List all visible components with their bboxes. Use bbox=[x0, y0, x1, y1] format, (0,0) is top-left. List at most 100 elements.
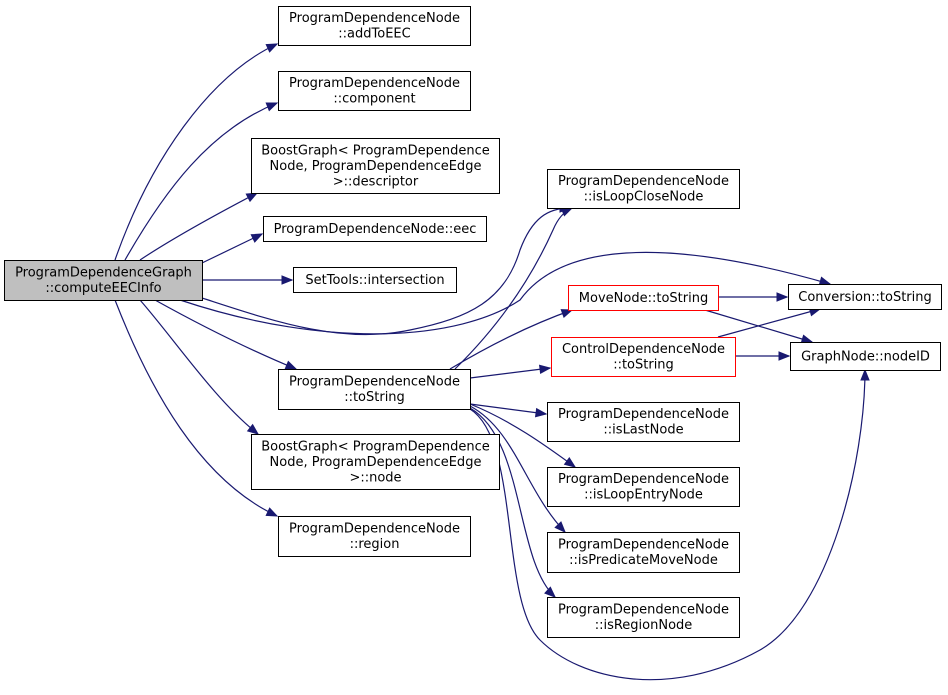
edge-arrowhead bbox=[776, 292, 789, 302]
node-isRegionNode[interactable]: ProgramDependenceNode::isRegionNode bbox=[547, 597, 740, 638]
edge-line bbox=[469, 403, 576, 468]
node-label-line: ProgramDependenceNode::eec bbox=[274, 222, 477, 237]
node-box bbox=[293, 267, 457, 293]
node-isLoopEntryNode[interactable]: ProgramDependenceNode::isLoopEntryNode bbox=[547, 467, 740, 507]
node-box bbox=[278, 369, 471, 410]
node-box bbox=[551, 337, 736, 377]
edge-arrowhead bbox=[544, 586, 556, 598]
node-label-line: ProgramDependenceNode bbox=[289, 522, 460, 537]
node-label-line: ::addToEEC bbox=[338, 27, 410, 42]
node-box bbox=[278, 71, 471, 111]
node-label-line: ProgramDependenceNode bbox=[289, 76, 460, 91]
node-box bbox=[278, 6, 471, 46]
node-box bbox=[547, 597, 740, 638]
node-conversionToString[interactable]: Conversion::toString bbox=[788, 284, 942, 310]
nodes-layer: ProgramDependenceGraph::computeEECInfoPr… bbox=[4, 6, 942, 638]
edge-arrowhead bbox=[560, 309, 574, 318]
node-bgNode[interactable]: BoostGraph< ProgramDependenceNode, Progr… bbox=[251, 434, 500, 490]
node-label-line: ::computeEECInfo bbox=[45, 281, 161, 296]
edge-line bbox=[469, 367, 551, 379]
node-nodeID[interactable]: GraphNode::nodeID bbox=[790, 342, 941, 371]
edge-arrowhead bbox=[800, 334, 814, 344]
node-box bbox=[547, 467, 740, 507]
edge-pdnToString-to-isRegionNode bbox=[469, 407, 556, 598]
node-label-line: ControlDependenceNode bbox=[562, 342, 725, 357]
node-root[interactable]: ProgramDependenceGraph::computeEECInfo bbox=[4, 260, 203, 301]
edge-arrowhead bbox=[778, 351, 791, 361]
node-intersection[interactable]: SetTools::intersection bbox=[293, 267, 457, 293]
node-label-line: ::isLastNode bbox=[603, 423, 683, 438]
node-box bbox=[251, 138, 500, 194]
edge-line bbox=[717, 308, 821, 338]
node-label-line: >::descriptor bbox=[333, 174, 419, 189]
node-box bbox=[263, 216, 487, 242]
node-cdnToString[interactable]: ControlDependenceNode::toString bbox=[551, 337, 736, 377]
edge-root-to-component bbox=[124, 102, 279, 261]
node-eec[interactable]: ProgramDependenceNode::eec bbox=[263, 216, 487, 242]
edge-arrowhead bbox=[284, 360, 298, 370]
node-label-line: ::isLoopEntryNode bbox=[584, 488, 703, 503]
node-box bbox=[278, 516, 471, 557]
node-label-line: ::component bbox=[333, 92, 415, 107]
node-isLoopCloseNode[interactable]: ProgramDependenceNode::isLoopCloseNode bbox=[547, 169, 740, 209]
edge-arrowhead bbox=[538, 364, 552, 375]
edge-arrowhead bbox=[265, 507, 279, 517]
edge-line bbox=[201, 233, 263, 264]
node-label-line: MoveNode::toString bbox=[579, 291, 708, 306]
node-label-line: SetTools::intersection bbox=[305, 273, 444, 288]
node-pdnToString[interactable]: ProgramDependenceNode::toString bbox=[278, 369, 471, 410]
node-label-line: ::isRegionNode bbox=[595, 618, 693, 633]
node-label-line: ::isLoopCloseNode bbox=[584, 190, 704, 205]
node-moveNodeToString[interactable]: MoveNode::toString bbox=[568, 285, 719, 311]
edge-arrowhead bbox=[250, 233, 264, 243]
edge-line bbox=[179, 251, 831, 335]
edge-line bbox=[201, 207, 571, 336]
edge-root-to-intersection bbox=[202, 275, 294, 285]
edge-root-to-bgNode bbox=[139, 299, 260, 435]
edge-line bbox=[469, 369, 866, 681]
node-label-line: ::toString bbox=[613, 358, 674, 373]
node-descriptor[interactable]: BoostGraph< ProgramDependenceNode, Progr… bbox=[251, 138, 500, 194]
edge-line bbox=[469, 405, 566, 533]
edge-pdnToString-to-isPredicateMoveNode bbox=[469, 405, 566, 533]
edge-arrowhead bbox=[554, 521, 566, 533]
edge-pdnToString-to-moveNodeToString bbox=[449, 309, 574, 370]
node-region[interactable]: ProgramDependenceNode::region bbox=[278, 516, 471, 557]
edge-arrowhead bbox=[818, 276, 832, 286]
edge-line bbox=[469, 407, 556, 598]
node-label-line: Conversion::toString bbox=[798, 290, 932, 305]
edge-arrowhead bbox=[265, 43, 279, 53]
edge-pdnToString-to-isLastNode bbox=[469, 403, 548, 418]
edge-arrowhead bbox=[246, 423, 260, 435]
node-label-line: BoostGraph< ProgramDependence bbox=[261, 439, 490, 454]
edge-line bbox=[469, 403, 547, 415]
node-isPredicateMoveNode[interactable]: ProgramDependenceNode::isPredicateMoveNo… bbox=[547, 532, 740, 573]
edge-line bbox=[449, 309, 573, 370]
node-label-line: ProgramDependenceNode bbox=[558, 174, 729, 189]
edge-root-to-descriptor bbox=[139, 192, 259, 261]
edge-arrowhead bbox=[534, 407, 548, 418]
edge-line bbox=[124, 102, 278, 261]
edge-arrowhead bbox=[265, 102, 279, 112]
edge-line bbox=[139, 192, 258, 261]
node-box bbox=[547, 402, 740, 442]
node-label-line: ProgramDependenceNode bbox=[558, 603, 729, 618]
node-addToEEC[interactable]: ProgramDependenceNode::addToEEC bbox=[278, 6, 471, 46]
node-box bbox=[251, 434, 500, 490]
edge-cdnToString-to-nodeID bbox=[735, 351, 791, 361]
node-label-line: >::node bbox=[349, 470, 401, 485]
edge-moveNodeToString-to-conversionToString bbox=[718, 292, 789, 302]
node-label-line: GraphNode::nodeID bbox=[801, 349, 930, 364]
edge-line bbox=[114, 299, 278, 517]
edge-root-to-region bbox=[114, 299, 279, 517]
node-label-line: ProgramDependenceNode bbox=[558, 472, 729, 487]
node-label-line: ProgramDependenceNode bbox=[289, 11, 460, 26]
node-isLastNode[interactable]: ProgramDependenceNode::isLastNode bbox=[547, 402, 740, 442]
node-component[interactable]: ProgramDependenceNode::component bbox=[278, 71, 471, 111]
edge-arrowhead bbox=[860, 368, 870, 381]
node-label-line: ProgramDependenceGraph bbox=[15, 266, 192, 281]
node-box bbox=[788, 284, 942, 310]
node-label-line: ::region bbox=[350, 537, 400, 552]
